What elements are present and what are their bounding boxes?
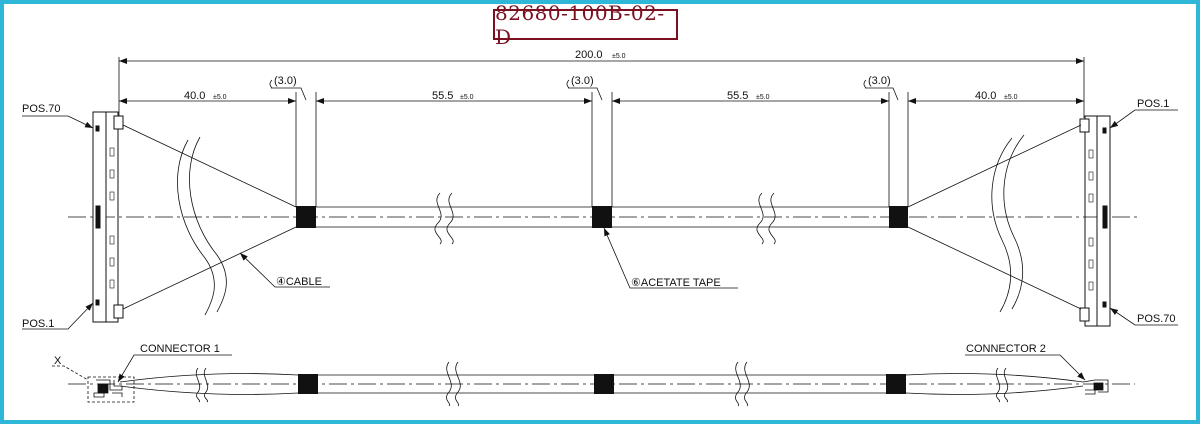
left-seg-tol: ±5.0 [213, 94, 227, 101]
cable-bundle [122, 124, 1082, 316]
mid1-tol: ±5.0 [460, 94, 474, 101]
part-number-title: 82680-100B-02-D [495, 0, 665, 49]
pos70-right-label: POS.70 [1137, 313, 1176, 325]
tape2-width: (3.0) [571, 75, 594, 87]
side-tape-1 [298, 374, 318, 394]
right-seg-value: 40.0 [975, 90, 996, 102]
segment-dimensions [119, 79, 1084, 207]
leaders [22, 109, 1178, 330]
left-connector [92, 111, 124, 323]
detail-x-label: X [54, 355, 62, 367]
side-leaders [52, 354, 1086, 383]
pos70-left-label: POS.70 [22, 103, 61, 115]
overall-dim-value: 200.0 [575, 49, 603, 61]
pos1-left-label: POS.1 [22, 318, 54, 330]
cable-label: ④CABLE [276, 276, 322, 288]
right-connector [1079, 115, 1111, 327]
side-tape-3 [886, 374, 906, 394]
side-tape-2 [594, 374, 614, 394]
overall-dimension [118, 57, 1085, 118]
connector1-label: CONNECTOR 1 [140, 343, 220, 355]
tape1-width: (3.0) [274, 75, 297, 87]
side-view-cable [119, 361, 1084, 407]
acetate-tape-3 [889, 206, 908, 228]
acetate-tape-label: ⑥ACETATE TAPE [631, 277, 721, 289]
tape3-width: (3.0) [868, 75, 891, 87]
mid2-value: 55.5 [727, 90, 748, 102]
connector2-label: CONNECTOR 2 [966, 343, 1046, 355]
mid1-value: 55.5 [432, 90, 453, 102]
title-box: 82680-100B-02-D [493, 1, 678, 49]
acetate-tape-1 [296, 206, 316, 228]
left-seg-value: 40.0 [184, 90, 205, 102]
pos1-right-label: POS.1 [1137, 98, 1169, 110]
side-connector-1 [87, 376, 135, 403]
overall-dim-tol: ±5.0 [612, 53, 626, 60]
side-connector-2 [1082, 379, 1109, 395]
acetate-tape-2 [592, 206, 612, 228]
right-seg-tol: ±5.0 [1004, 94, 1018, 101]
mid2-tol: ±5.0 [756, 94, 770, 101]
